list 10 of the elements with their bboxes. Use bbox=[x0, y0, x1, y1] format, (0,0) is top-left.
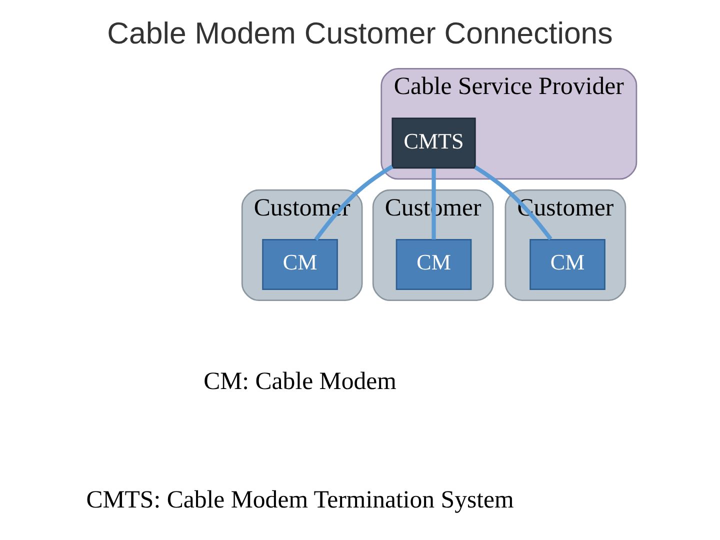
connector bbox=[314, 164, 394, 241]
diagram-title: Cable Modem Customer Connections bbox=[107, 17, 613, 50]
label: CM: Cable Modem bbox=[204, 368, 396, 396]
connector bbox=[474, 165, 552, 240]
label: CMTS: Cable Modem Termination System bbox=[86, 486, 514, 514]
node-box: CMTS bbox=[392, 118, 476, 169]
connector bbox=[432, 168, 436, 240]
node-box: CM bbox=[530, 238, 606, 290]
node-box: CM bbox=[262, 238, 338, 290]
node-box: CM bbox=[396, 238, 472, 290]
